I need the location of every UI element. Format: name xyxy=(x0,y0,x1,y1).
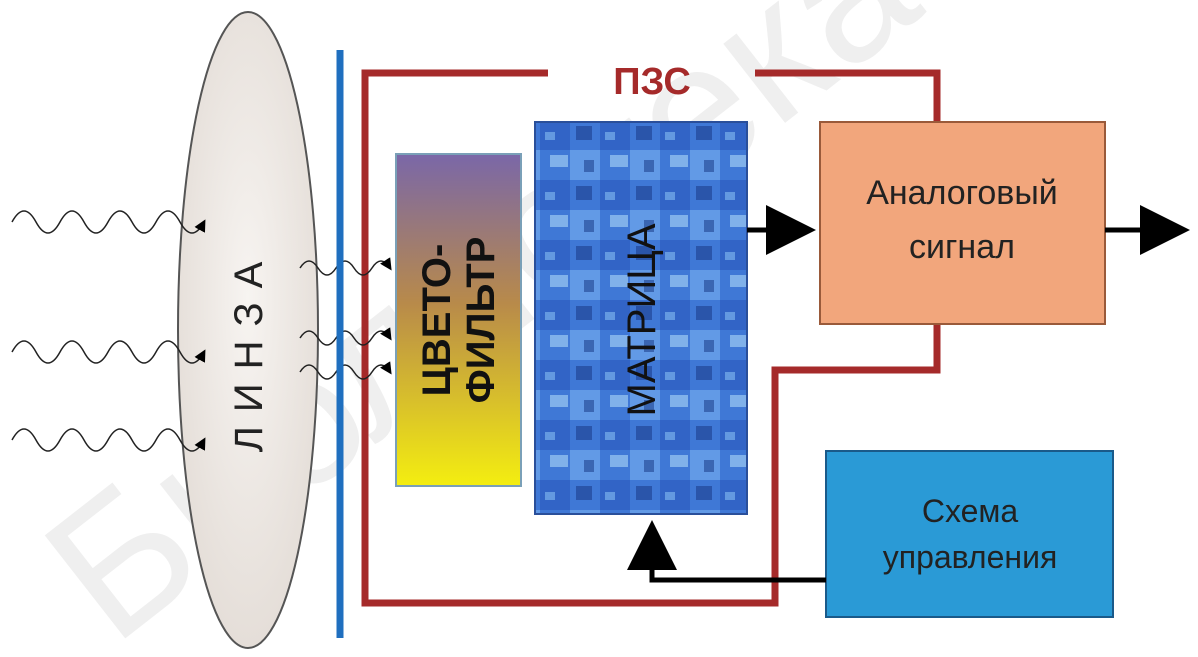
color-filter: ЦВЕТО- ФИЛЬТР xyxy=(395,153,522,487)
filter-label-line1: ЦВЕТО- xyxy=(415,244,459,397)
light-wave-1 xyxy=(11,210,206,234)
arrow-control-to-matrix xyxy=(627,520,826,583)
lens-label: ЛИНЗА xyxy=(227,248,271,453)
light-wave-2 xyxy=(11,340,206,364)
focused-wave-2 xyxy=(299,327,392,346)
light-wave-3 xyxy=(11,428,206,452)
control-label-line1: Схема xyxy=(922,493,1019,529)
incoming-light-waves xyxy=(11,210,206,452)
ccd-label: ПЗС xyxy=(613,61,691,103)
focused-wave-3 xyxy=(299,361,392,380)
analog-label-line1: Аналоговый xyxy=(866,174,1058,212)
control-label-line2: управления xyxy=(883,539,1058,575)
ccd-outline xyxy=(361,69,941,607)
filter-label-line2: ФИЛЬТР xyxy=(459,237,503,404)
focused-wave-1 xyxy=(299,257,392,276)
analog-label-line2: сигнал xyxy=(909,228,1015,266)
matrix: МАТРИЦА xyxy=(534,121,748,515)
control-circuit-box: Схема управления xyxy=(825,450,1114,618)
lens: ЛИНЗА xyxy=(177,11,319,649)
focused-light-waves xyxy=(299,257,392,380)
matrix-label: МАТРИЦА xyxy=(620,223,664,416)
analog-signal-box: Аналоговый сигнал xyxy=(819,121,1106,325)
